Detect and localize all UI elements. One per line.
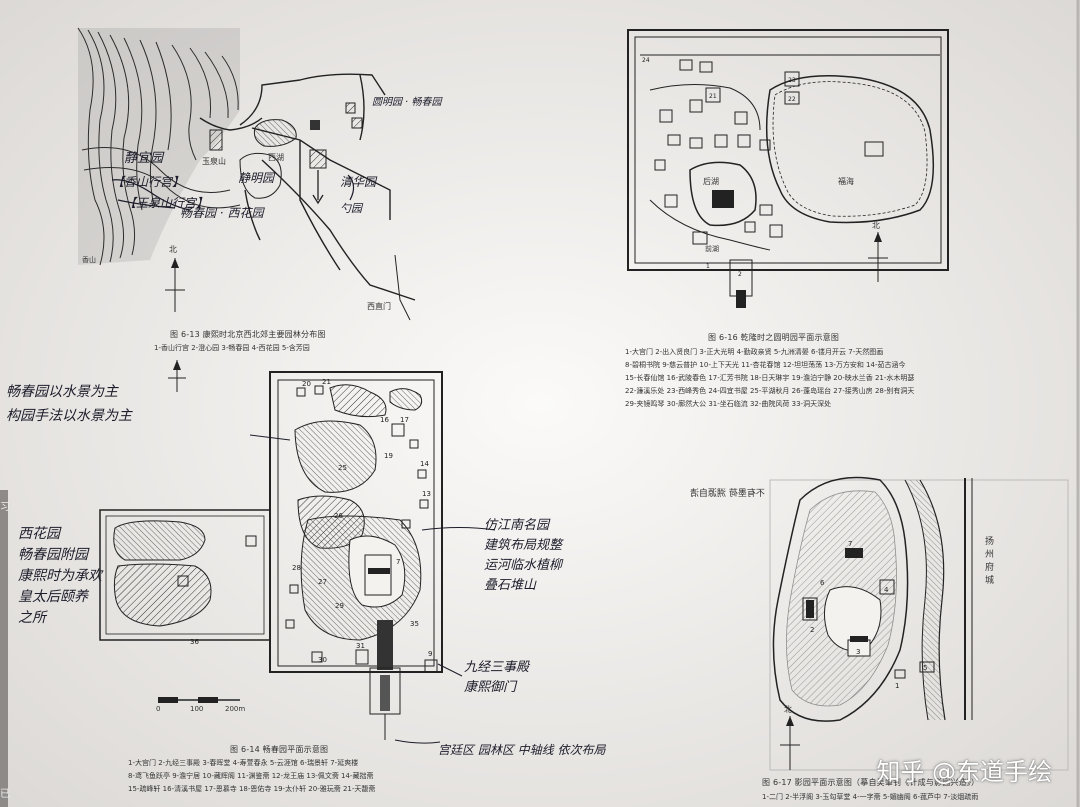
fig13-hand-shaoyuan: 勺园 [340,202,362,215]
fig14-hand-bottom-right: 九经三事殿 康熙御门 [464,660,530,695]
svg-text:2: 2 [738,271,742,278]
svg-text:17: 17 [400,416,409,424]
fig14-hand-left-top: 畅春园以水景为主 构园手法以水景为主 [6,384,132,424]
fig16-legend-line-4: 22-濂溪乐处 23-西峰秀色 24-四宜书屋 25-平湖秋月 26-蓬岛瑶台 … [625,387,915,395]
svg-text:16: 16 [380,416,389,424]
fig13-hand-xiangshan-xinggong: 【香山行宫】 [112,175,185,189]
fig16-legend-line-3: 15-长春仙馆 16-武陵春色 17-汇芳书院 18-日天琳宇 19-澹泊宁静 … [625,374,915,382]
fig14-scale-100: 100 [190,705,204,713]
svg-text:6: 6 [820,579,825,587]
svg-text:22: 22 [788,96,796,103]
fig13-label-xiangshan: 香山 [82,256,96,264]
svg-text:35: 35 [410,620,419,628]
fig17-label-north: 北 [784,705,792,714]
binding-edge [0,490,8,807]
svg-text:21: 21 [709,93,717,100]
svg-text:4: 4 [884,586,889,594]
fig16-legend-line-1: 1-大宫门 2-出入贤良门 3-正大光明 4-勤政亲贤 5-九洲清晏 6-镂月开… [625,348,884,356]
fig14-caption: 图 6-14 畅春园平面示意图 [230,745,329,754]
svg-text:1: 1 [895,682,899,690]
fig17-legend: 1-二门 2-半浮阁 3-玉勾草堂 4-一字斋 5-媚幽阁 6-菰芦中 7-淡烟… [762,793,979,801]
fig13-label-xizhimen: 西直门 [367,302,391,311]
fig16-label-north: 北 [872,221,880,230]
fig17-label-yangzhou: 扬州府城 [985,537,995,586]
fig16-label-qianhu: 前湖 [705,245,719,253]
svg-text:27: 27 [318,578,327,586]
fig14-scale-0: 0 [156,705,161,713]
svg-text:9: 9 [428,650,432,658]
fig13-caption: 图 6-13 康熙时北京西北郊主要园林分布图 [170,330,326,339]
left-edge-mark-2: 已 [0,789,10,800]
fig16-label-houhu: 后湖 [703,177,719,186]
fig14-hand-right: 仿江南名园 建筑布局规整 运河临水植柳 叠石堆山 [484,518,563,593]
svg-text:2: 2 [810,626,814,634]
svg-text:14: 14 [420,460,429,468]
fig14-legend-line-3: 15-疏峰轩 16-清溪书屋 17-恩慕寺 18-恩佑寺 19-太仆轩 20-雅… [128,785,376,793]
svg-text:31: 31 [356,642,365,650]
left-edge-mark-1: 习 [0,502,10,513]
fig16-label-fuhai: 福海 [838,177,854,186]
fig14-legend-line-2: 8-鸢飞鱼跃亭 9-澹宁居 10-藏辉阁 11-渊鉴斋 12-龙王庙 13-佩文… [128,772,374,780]
fig16-legend-line-5: 29-夹镜鸣琴 30-廓然大公 31-坐石临流 32-曲院风荷 33-洞天深处 [625,400,832,408]
fig14-legend-line-1: 1-大宫门 2-九经三事殿 3-春晖堂 4-寿萱春永 5-云涯馆 6-瑞景轩 7… [128,759,359,767]
fig13-hand-jingyiyuan: 静宜园 [124,151,164,166]
svg-text:5: 5 [923,664,927,672]
figure-6-14-map: 20 21 16 17 19 14 13 25 26 7 28 27 29 31 30 35 3… [99,360,496,744]
svg-text:20: 20 [302,380,311,388]
fig13-hand-yuquanshan-xinggong: 【玉泉山行宫】 [124,196,209,210]
fig16-caption: 图 6-16 乾隆时之圆明园平面示意图 [708,333,840,342]
figure-6-13-map [77,27,416,321]
fig13-hand-changchun-xihua: 畅春园 · 西花园 [180,206,264,220]
figure-6-16-map: 24 23 22 21 1 2 [627,29,949,308]
fig13-label-yuquanshan: 玉泉山 [202,157,226,166]
fig14-scale-200: 200m [225,705,246,713]
svg-text:21: 21 [322,378,331,386]
fig13-legend: 1-香山行宫 2-澄心园 3-畅春园 4-西花园 5-含芳园 [154,344,310,352]
fig14-hand-left: 西花园 畅春园附园 康熙时为承欢 皇太后颐养 之所 [18,526,102,626]
fig13-label-north: 北 [169,245,177,254]
fig14-hand-bottom: 宫廷区 园林区 中轴线 依次布局 [438,743,606,757]
fig13-hand-jingmingyuan: 静明园 [238,171,275,185]
fig17-caption: 图 6-17 影园平面示意图（摹自吴肇钊《计成与影园兴造》） [762,778,980,787]
fig17-label-top-mirrored: 不有墨荷 溯源自清 [690,489,765,499]
fig13-label-xihu: 西湖 [268,153,284,162]
fig16-legend-line-2: 8-碧桐书院 9-慈云普护 10-上下天光 11-杏花春馆 12-坦坦荡荡 13… [625,361,906,369]
fig13-hand-yuanmingyuan: 圆明园 · 畅春园 [372,97,442,108]
svg-text:28: 28 [292,564,301,572]
svg-text:26: 26 [334,512,343,520]
svg-text:3: 3 [856,648,860,656]
svg-text:24: 24 [642,57,650,64]
zhihu-watermark: 知乎 @东道手绘 [876,758,1052,786]
svg-text:7: 7 [848,540,852,548]
figure-6-17-map: 6 2 4 3 5 1 7 [769,476,1069,771]
svg-text:1: 1 [706,263,710,270]
svg-text:23: 23 [788,77,796,84]
svg-text:36: 36 [190,638,199,646]
svg-text:25: 25 [338,464,347,472]
fig13-hand-qinghuayuan: 清华园 [340,175,377,189]
svg-text:13: 13 [422,490,431,498]
svg-text:19: 19 [384,452,393,460]
svg-text:30: 30 [318,656,327,664]
svg-text:7: 7 [396,558,400,566]
svg-text:29: 29 [335,602,344,610]
